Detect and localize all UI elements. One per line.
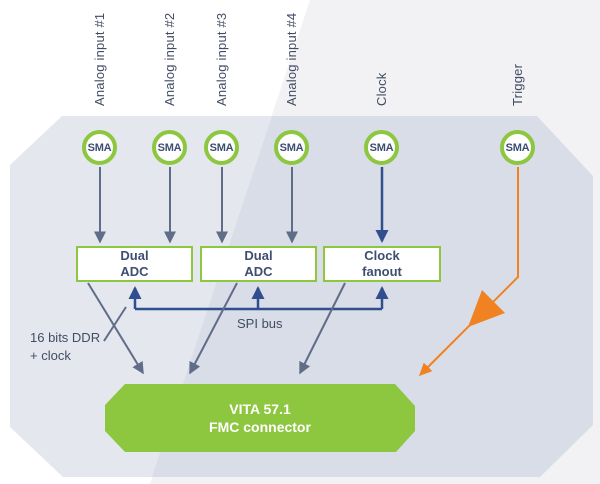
label-analog-input-4: Analog input #4 (284, 12, 299, 106)
sma-connector-1: SMA (82, 130, 117, 165)
sma-connector-2: SMA (152, 130, 187, 165)
label-analog-input-2: Analog input #2 (162, 12, 177, 106)
spi-bus-lines (128, 286, 389, 311)
sma-connector-3: SMA (204, 130, 239, 165)
spi-bus-label: SPI bus (237, 316, 283, 331)
block-label-line: ADC (120, 264, 149, 279)
label-analog-input-3: Analog input #3 (214, 12, 229, 106)
ddr-bus-label: 16 bits DDR + clock (30, 329, 100, 365)
ddr-data-arrows (87, 282, 346, 375)
block-label-line: Dual (120, 248, 149, 263)
trigger-direction-marker (468, 290, 505, 327)
fmc-label-line2: FMC connector (209, 419, 311, 435)
block-label-line: ADC (244, 264, 273, 279)
sma-connector-trigger: SMA (500, 130, 535, 165)
trigger-arrow (418, 167, 519, 377)
block-label-line: Clock (364, 248, 400, 263)
bus-width-tick (103, 306, 127, 342)
fmc-label-line1: VITA 57.1 (229, 401, 291, 417)
fmc-connector-block: VITA 57.1 FMC connector (105, 384, 415, 452)
ddr-bus-label-line2: + clock (30, 348, 71, 363)
sma-connector-4: SMA (274, 130, 309, 165)
block-label-line: Dual (244, 248, 273, 263)
sma-connector-clock: SMA (364, 130, 399, 165)
block-dual-adc-2: Dual ADC (200, 246, 317, 282)
block-label-line: fanout (362, 264, 402, 279)
label-trigger: Trigger (510, 63, 525, 106)
block-clock-fanout: Clock fanout (323, 246, 441, 282)
analog-input-arrows (94, 167, 298, 244)
label-analog-input-1: Analog input #1 (92, 12, 107, 106)
block-dual-adc-1: Dual ADC (76, 246, 193, 282)
ddr-bus-label-line1: 16 bits DDR (30, 330, 101, 345)
label-clock: Clock (374, 72, 389, 106)
